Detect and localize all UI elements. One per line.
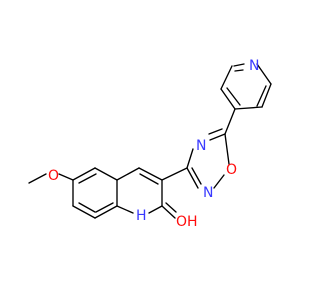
- hydroxy-oh-label: OH: [176, 214, 198, 230]
- bond: [233, 63, 245, 67]
- bond: [191, 167, 202, 185]
- bond: [161, 205, 176, 219]
- quinoline-nh-hydrogen-label: H: [136, 208, 147, 224]
- bond: [256, 63, 272, 85]
- bond: [94, 167, 118, 181]
- bond: [165, 202, 177, 213]
- atom-labels: N N O N O H OH: [48, 58, 259, 230]
- bond: [78, 202, 96, 213]
- bond: [28, 173, 47, 184]
- bond: [116, 205, 134, 214]
- bond: [220, 65, 233, 90]
- bond: [234, 69, 244, 72]
- bond: [138, 167, 163, 181]
- bond: [148, 205, 163, 214]
- bond: [234, 106, 263, 110]
- bond: [186, 148, 194, 169]
- bond: [139, 173, 159, 185]
- bond: [72, 167, 96, 181]
- bond: [95, 202, 114, 213]
- bond: [161, 167, 188, 181]
- bond: [186, 167, 199, 189]
- bond: [226, 87, 241, 106]
- bond: [209, 133, 226, 141]
- bond: [58, 173, 74, 181]
- bond: [116, 167, 140, 181]
- bonds: [28, 63, 272, 219]
- molecule-canvas: N N O N O H OH: [28, 58, 272, 230]
- bond: [261, 83, 272, 108]
- bond: [213, 174, 225, 189]
- bond: [220, 88, 236, 110]
- oxadiazole-o1-label: O: [226, 162, 237, 178]
- structure-diagram: N N O N O H OH: [28, 58, 272, 230]
- pyridine-nitrogen-label: N: [249, 58, 259, 74]
- bond: [208, 128, 223, 135]
- oxadiazole-n4-label: N: [196, 138, 206, 154]
- bond: [78, 173, 97, 184]
- methoxy-oxygen-label: O: [48, 168, 59, 184]
- bond: [224, 108, 236, 135]
- bond: [94, 205, 118, 219]
- bond: [224, 133, 230, 165]
- bond: [256, 85, 267, 107]
- bond: [72, 205, 96, 219]
- oxadiazole-n2-label: N: [203, 185, 213, 201]
